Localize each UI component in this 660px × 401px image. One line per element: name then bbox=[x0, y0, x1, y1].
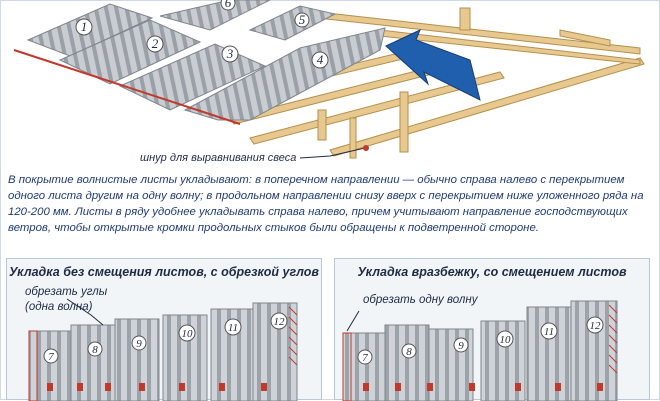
sheet-number-8: 8 bbox=[92, 344, 98, 356]
note-cut-corners: обрезать углы bbox=[25, 286, 108, 298]
sheet-number-9: 9 bbox=[458, 340, 464, 352]
note-leader-line bbox=[346, 310, 360, 332]
panel-staggered: Укладка вразбежку, со смещением листов о… bbox=[334, 258, 650, 401]
sheet-10 bbox=[480, 320, 526, 401]
sheet-badge-1 bbox=[75, 18, 93, 36]
note-one-wave: (одна волна) bbox=[25, 301, 93, 313]
roof-illustration: 1 2 3 4 6 5 bbox=[13, 0, 645, 159]
sheet-number-3: 3 bbox=[226, 46, 234, 61]
sheet-number-7: 7 bbox=[48, 351, 54, 363]
sheet-number-9: 9 bbox=[136, 338, 142, 350]
panel-title-no-offset: Укладка без смещения листов, с обрезкой … bbox=[9, 265, 319, 279]
sheet-5 bbox=[248, 5, 337, 41]
cut-strip-left bbox=[28, 330, 38, 401]
sheet-12 bbox=[570, 300, 618, 401]
sheet-badge-6 bbox=[220, 0, 236, 11]
sheet-number-10: 10 bbox=[182, 328, 194, 340]
panel-title-staggered: Укладка вразбежку, со смещением листов bbox=[357, 265, 627, 279]
fastener-marks bbox=[47, 383, 267, 391]
sheet-number-10: 10 bbox=[500, 334, 512, 346]
cord-label: шнур для выравнивания свеса bbox=[140, 152, 297, 164]
sheet-9 bbox=[114, 318, 160, 401]
cord-anchor-dot bbox=[363, 145, 369, 151]
sheet-number-1: 1 bbox=[81, 19, 88, 34]
sheet-number-12: 12 bbox=[590, 320, 602, 332]
sheet-4 bbox=[183, 27, 386, 121]
sheet-8 bbox=[384, 324, 430, 401]
sheet-number-2: 2 bbox=[152, 36, 159, 51]
note-cut-one-wave: обрезать одну волну bbox=[363, 294, 478, 306]
cut-strip-left bbox=[342, 332, 352, 401]
sheet-11 bbox=[210, 308, 256, 401]
caption-text: В покрытие волнистые листы укладывают: в… bbox=[8, 174, 644, 234]
sheet-10 bbox=[162, 314, 208, 401]
sheet-11 bbox=[526, 306, 572, 401]
sheet-number-4: 4 bbox=[317, 52, 324, 67]
cord-leader-line bbox=[299, 147, 366, 159]
sheet-number-11: 11 bbox=[544, 326, 554, 338]
sheet-badge-5 bbox=[294, 12, 310, 28]
eave-red-line bbox=[13, 49, 241, 125]
cut-strip-right-hatch bbox=[288, 306, 298, 366]
sheets-layout-no-offset: 7 8 9 10 11 12 bbox=[28, 298, 298, 401]
sheet-badge-2 bbox=[146, 35, 164, 53]
sheet-number-8: 8 bbox=[406, 346, 412, 358]
fastener-marks bbox=[363, 383, 603, 391]
cut-strip-right-hatch bbox=[608, 304, 618, 374]
sheet-number-11: 11 bbox=[228, 322, 238, 334]
note-leader-line bbox=[66, 298, 104, 326]
sheet-number-12: 12 bbox=[274, 316, 286, 328]
panel-no-offset: Укладка без смещения листов, с обрезкой … bbox=[6, 258, 322, 401]
sheet-number-5: 5 bbox=[299, 12, 306, 27]
sheet-6 bbox=[159, 0, 271, 31]
wind-direction-arrow-icon bbox=[385, 29, 481, 101]
sheet-badge-3 bbox=[221, 45, 239, 63]
sheets-layout-staggered: 7 8 9 10 11 12 bbox=[342, 300, 618, 401]
sheet-12 bbox=[252, 302, 298, 401]
sheet-8 bbox=[70, 324, 116, 401]
sheet-number-6: 6 bbox=[225, 0, 232, 10]
sheet-badge-4 bbox=[311, 51, 329, 69]
sheet-number-7: 7 bbox=[362, 352, 368, 364]
